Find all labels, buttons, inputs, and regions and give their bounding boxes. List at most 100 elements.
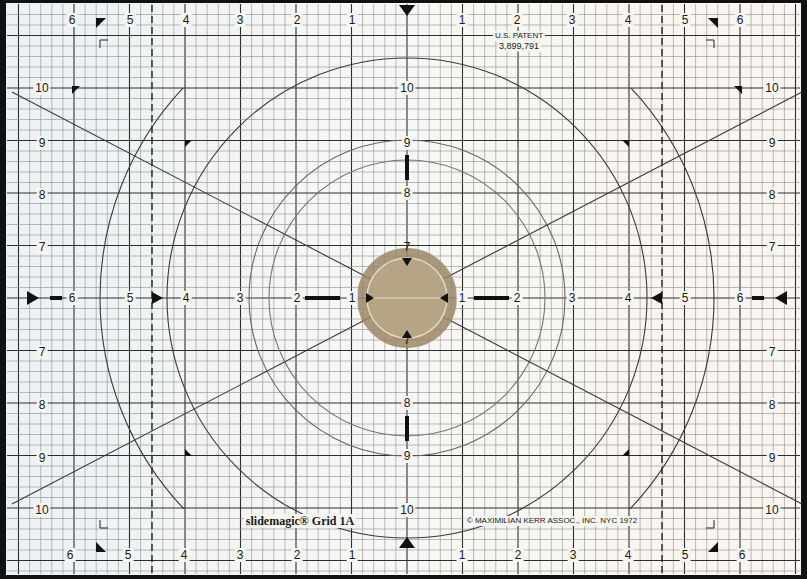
scale-number: 1	[347, 291, 358, 305]
pointer-triangle	[651, 292, 662, 304]
scale-number: 1	[347, 13, 358, 27]
patent-number: 3,899,791	[497, 41, 541, 52]
grid-line	[717, 4, 718, 574]
grid-line	[529, 4, 530, 574]
grid-line	[218, 4, 219, 574]
scale-number: 10	[33, 503, 50, 517]
scale-number: 9	[767, 136, 778, 150]
scale-number: 2	[512, 291, 523, 305]
grid-line	[706, 4, 707, 574]
grid-line	[751, 4, 752, 574]
scale-number: 6	[735, 291, 746, 305]
scale-number: 7	[767, 345, 778, 359]
scale-number: 6	[65, 548, 76, 562]
corner-mark	[734, 86, 742, 94]
grid-line	[640, 4, 641, 574]
grid-line	[107, 4, 108, 574]
grid-line	[7, 35, 800, 36]
corner-mark	[72, 86, 80, 94]
scale-number: 2	[292, 13, 303, 27]
disc	[357, 248, 457, 348]
scale-number: 1	[457, 548, 468, 562]
grid-line	[473, 4, 474, 574]
scale-number: 10	[33, 81, 50, 95]
grid-line	[7, 67, 800, 68]
pointer-triangle	[152, 292, 163, 304]
scale-number: 1	[347, 548, 358, 562]
corner-mark	[622, 449, 629, 456]
scale-number: 3	[568, 548, 579, 562]
grid-line	[584, 4, 585, 574]
grid-line	[318, 4, 319, 574]
grid-line	[284, 4, 285, 574]
grid-line	[7, 487, 800, 488]
scale-number: 2	[292, 291, 303, 305]
grid-line	[7, 245, 800, 246]
grid-line	[7, 109, 800, 110]
grid-line	[784, 4, 785, 574]
grid-line	[7, 46, 800, 47]
grid-line	[173, 4, 174, 574]
grid-line	[7, 119, 800, 120]
corner-bracket	[100, 40, 108, 48]
diagonal-line	[12, 92, 802, 504]
grid-line	[7, 214, 800, 215]
axis-bars	[50, 155, 764, 441]
grid-line	[7, 571, 800, 572]
disc-line	[372, 298, 442, 299]
scale-number: 8	[37, 398, 48, 412]
pointer-triangle	[27, 291, 39, 305]
axis-bar	[752, 296, 764, 300]
grid-line	[540, 4, 541, 574]
grid-line	[573, 4, 574, 574]
scale-number: 7	[402, 333, 413, 347]
scale-number: 5	[125, 13, 136, 27]
circle	[269, 160, 545, 436]
grid-line	[462, 4, 463, 574]
scale-number: 6	[735, 13, 746, 27]
grid-line	[795, 4, 796, 574]
grid-line	[162, 4, 163, 574]
grid-line	[595, 4, 596, 574]
axis-bar	[305, 296, 340, 300]
grid-line	[351, 4, 352, 574]
grid-line	[140, 4, 141, 574]
grid-line	[184, 4, 185, 574]
scale-number: 7	[402, 240, 413, 254]
grid-line	[495, 4, 496, 574]
grid-line	[606, 4, 607, 574]
grid-line	[7, 434, 800, 435]
axis-bar	[405, 155, 409, 180]
scale-number: 10	[398, 81, 415, 95]
scale-number: 1	[457, 13, 468, 27]
corner-mark	[708, 542, 718, 552]
grid-line	[7, 203, 800, 204]
grid-line	[7, 382, 800, 383]
pointer-triangle	[775, 291, 787, 305]
scale-number: 2	[512, 13, 523, 27]
brand-name: slidemagic® Grid 1A	[244, 514, 356, 528]
scale-number: 7	[767, 240, 778, 254]
scale-number: 7	[37, 345, 48, 359]
grid-line	[196, 4, 197, 574]
grid-line	[7, 224, 800, 225]
grid-line	[85, 4, 86, 574]
grid-line	[307, 4, 308, 574]
circle	[249, 140, 565, 456]
grid-line	[673, 4, 674, 574]
grid-line	[62, 4, 63, 574]
scale-number: 2	[292, 548, 303, 562]
grid-line	[551, 4, 552, 574]
pointer-triangles	[27, 5, 787, 552]
scale-number: 3	[567, 291, 578, 305]
circles	[100, 0, 714, 579]
corner-mark	[622, 140, 629, 147]
grid-line	[51, 4, 52, 574]
scale-number: 9	[402, 449, 413, 463]
corner-bracket	[100, 520, 108, 528]
dashed-line	[151, 5, 152, 573]
grid-line	[7, 182, 800, 183]
grid-line	[7, 497, 800, 498]
